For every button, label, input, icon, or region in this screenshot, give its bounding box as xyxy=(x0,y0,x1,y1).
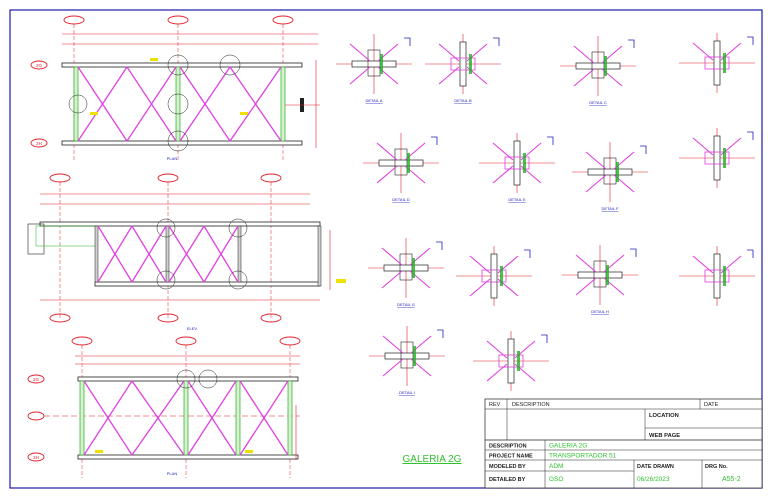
elevation-view: ELEV xyxy=(27,173,346,331)
detail-label: DETAIL A xyxy=(365,98,382,103)
description-label: DESCRIPTION xyxy=(489,444,527,450)
drg-no-label: DRG No. xyxy=(705,464,728,470)
detail-grid: DETAIL A DETAIL B DETAIL C DETAIL D DETAIL E… xyxy=(336,33,755,395)
bracing xyxy=(77,66,282,142)
view-caption: PLAN xyxy=(167,156,178,161)
detail-label: DETAIL E xyxy=(508,197,526,202)
detail-label: DETAIL F xyxy=(601,206,619,211)
view-caption: PLAN xyxy=(167,471,178,476)
date-drawn-label: DATE DRAWN xyxy=(637,464,674,470)
detail-sketch: DETAIL H xyxy=(562,245,638,314)
detailed-by-label: DETAILED BY xyxy=(489,477,526,483)
description-header: DESCRIPTION xyxy=(512,402,550,408)
chord-top xyxy=(61,62,303,68)
detail-sketch: DETAIL F xyxy=(572,142,648,211)
detail-sketch: DETAIL E xyxy=(479,133,555,202)
svg-text:2G: 2G xyxy=(36,63,43,68)
detail-label: DETAIL H xyxy=(591,309,609,314)
description-value: GALERIA 2G xyxy=(549,443,587,450)
svg-text:2G: 2G xyxy=(33,377,40,382)
chord-bottom xyxy=(61,140,303,146)
location-label: LOCATION xyxy=(649,413,679,419)
detail-sketch: DETAIL A xyxy=(336,34,412,103)
detail-sketch: DETAIL I xyxy=(369,326,445,395)
detail-label: DETAIL I xyxy=(399,390,415,395)
svg-text:2H: 2H xyxy=(36,141,42,146)
modeled-by-value: ADM xyxy=(549,463,563,470)
svg-text:2H: 2H xyxy=(33,455,39,460)
detail-sketch xyxy=(679,128,755,188)
detail-sketch: DETAIL G xyxy=(368,238,444,307)
detail-sketch xyxy=(679,33,755,93)
project-name-label: PROJECT NAME xyxy=(489,454,533,460)
detail-sketch: DETAIL B xyxy=(425,34,501,103)
detail-sketch xyxy=(456,246,532,306)
web-page-label: WEB PAGE xyxy=(649,433,680,439)
plan-view-bottom: 2G 2H PLAN xyxy=(27,336,301,478)
view-caption: ELEV xyxy=(187,326,198,331)
modeled-by-label: MODELED BY xyxy=(489,464,526,470)
drg-no-value: A55-2 xyxy=(722,476,741,483)
date-header: DATE xyxy=(704,402,719,408)
detail-sketch: DETAIL C xyxy=(560,36,636,105)
sheet-border xyxy=(9,9,763,489)
title-block: REV DESCRIPTION DATE LOCATION WEB PAGE D… xyxy=(484,398,763,489)
detail-sketch: DETAIL D xyxy=(363,133,439,202)
project-name-value: TRANSPORTADOR 51 xyxy=(549,453,617,460)
detail-sketch xyxy=(473,331,549,391)
rev-header: REV xyxy=(489,402,501,408)
detail-label: DETAIL C xyxy=(589,100,607,105)
detail-label: DETAIL G xyxy=(397,302,415,307)
detailed-by-value: GSO xyxy=(549,476,563,483)
date-drawn-value: 06/26/2023 xyxy=(637,476,670,483)
detail-label: DETAIL D xyxy=(392,197,410,202)
detail-label: DETAIL B xyxy=(454,98,472,103)
grid-bubble-left: 2H xyxy=(30,138,48,148)
grid-bubble-left: 2G xyxy=(30,60,48,70)
plan-view-top: 2G 2H PLAN xyxy=(30,15,320,161)
detail-sketch xyxy=(679,246,755,306)
sheet-title: GALERIA 2G xyxy=(403,454,462,465)
